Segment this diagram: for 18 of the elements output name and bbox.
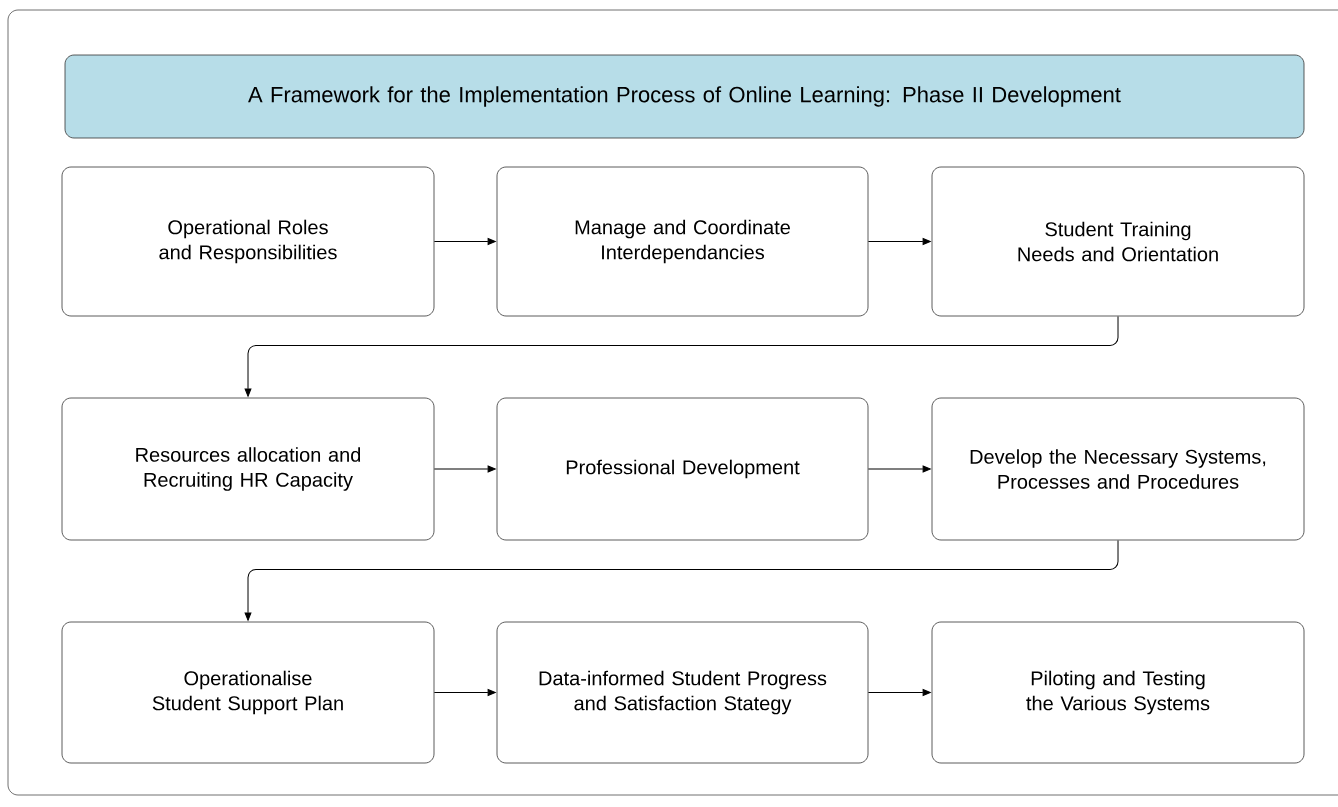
process-box: Professional Development: [496, 397, 869, 541]
process-box: Operationalise Student Support Plan: [61, 621, 435, 764]
process-box: Data-informed Student Progress and Satisfaction Stategy: [496, 621, 869, 764]
process-box: Manage and Coordinate Interdependancies: [496, 166, 869, 317]
arrow: [867, 689, 931, 696]
process-box: Operational Roles and Responsibilities: [61, 166, 435, 317]
process-box: Student Training Needs and Orientation: [931, 166, 1305, 317]
arrow: [244, 539, 1119, 621]
arrow: [433, 689, 496, 696]
process-box: Piloting and Testing the Various Systems: [931, 621, 1305, 764]
process-box: Develop the Necessary Systems, Processes and Procedures: [931, 397, 1305, 541]
arrow: [867, 465, 931, 473]
arrow: [433, 465, 496, 473]
arrow: [244, 315, 1119, 397]
arrow: [867, 238, 931, 245]
title-banner: A Framework for the Implementation Process of Online Learning: Phase II Development: [64, 54, 1305, 139]
arrow: [433, 238, 496, 245]
process-box: Resources allocation and Recruiting HR Capacity: [61, 397, 435, 541]
